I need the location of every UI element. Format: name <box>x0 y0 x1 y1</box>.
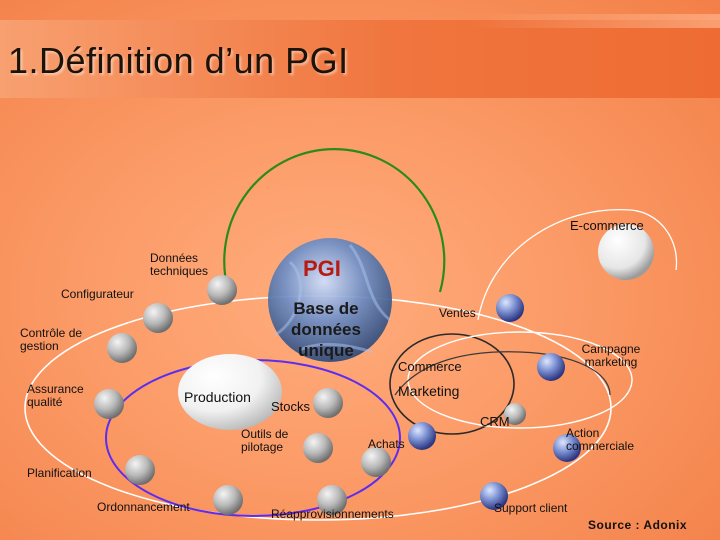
label-campagne-marketing: Campagne marketing <box>581 342 641 369</box>
label-ecommerce: E-commerce <box>570 218 644 233</box>
node-controle-gestion <box>107 333 137 363</box>
node-ventes <box>496 294 524 322</box>
node-configurateur <box>143 303 173 333</box>
node-stocks <box>313 388 343 418</box>
node-crm <box>504 403 526 425</box>
node-ecommerce <box>598 224 654 280</box>
pgi-title: PGI <box>303 256 341 281</box>
label-marketing: Marketing <box>398 383 460 399</box>
label-stocks: Stocks <box>271 399 311 414</box>
node-reapprovisionnements <box>317 485 347 515</box>
label-reapprovisionnements: Réapprovisionnements <box>271 507 394 521</box>
globe-icon <box>268 238 392 362</box>
label-ventes: Ventes <box>439 306 476 320</box>
crm-ring-dark <box>394 351 611 396</box>
node-support-client <box>480 482 508 510</box>
node-ordonnancement <box>213 485 243 515</box>
label-configurateur: Configurateur <box>61 287 134 301</box>
production-disc <box>178 354 282 430</box>
node-campagne-marketing <box>537 353 565 381</box>
label-controle-gestion: Contrôle de gestion <box>20 326 83 353</box>
label-action-commerciale: Action commerciale <box>566 426 635 453</box>
node-marketing <box>408 422 436 450</box>
source-note: Source : Adonix <box>588 518 688 532</box>
green-ring <box>223 148 446 293</box>
label-crm: CRM <box>480 414 510 429</box>
label-planification: Planification <box>27 466 92 480</box>
slide-title: 1.Définition d’un PGI <box>8 40 349 81</box>
title-bar <box>0 14 720 98</box>
node-outils-pilotage <box>303 433 333 463</box>
label-production: Production <box>184 389 251 405</box>
ecommerce-ring <box>477 209 678 321</box>
node-donnees-techniques <box>207 275 237 305</box>
label-achats: Achats <box>368 437 405 451</box>
commerce-ring <box>389 333 515 435</box>
node-planification <box>125 455 155 485</box>
label-donnees-techniques: Données techniques <box>150 251 209 278</box>
label-commerce: Commerce <box>398 359 462 374</box>
label-assurance-qualite: Assurance qualité <box>27 382 84 409</box>
node-action-commerciale <box>553 434 581 462</box>
pgi-subtitle: Base de données unique <box>291 299 361 360</box>
label-ordonnancement: Ordonnancement <box>97 500 190 514</box>
label-support-client: Support client <box>494 501 568 515</box>
node-assurance-qualite <box>94 389 124 419</box>
node-achats <box>361 447 391 477</box>
label-outils-pilotage: Outils de pilotage <box>241 427 289 454</box>
